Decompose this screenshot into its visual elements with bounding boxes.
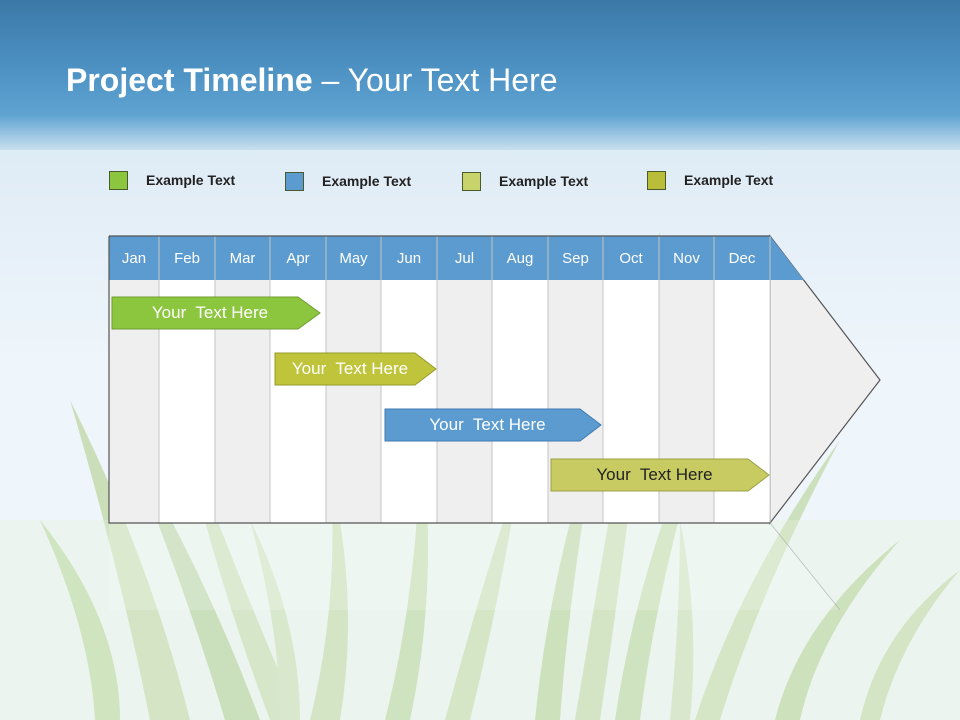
month-label: Oct: [619, 250, 643, 267]
task-bar-label: Your Text Here: [429, 415, 546, 434]
slide-header: [0, 0, 960, 150]
task-arrow: [550, 458, 770, 492]
month-label: Jul: [454, 250, 475, 267]
month-label: Jun: [396, 250, 422, 267]
legend-swatch: [647, 171, 666, 190]
legend-swatch: [109, 171, 128, 190]
month-label: Feb: [174, 250, 200, 267]
reflection-edge: [769, 522, 841, 611]
legend-label: Example Text: [322, 173, 412, 189]
legend-label: Example Text: [499, 173, 589, 189]
month-header-bar: [109, 236, 770, 280]
page-title-rest: – Your Text Here: [312, 62, 558, 98]
task-bar-label: Your Text Here: [151, 303, 269, 322]
month-label: Jan: [121, 250, 147, 267]
page-title: Project Timeline – Your Text Here: [66, 58, 558, 102]
task-arrow: [274, 352, 437, 386]
task-bar-label: Your Text Here: [596, 465, 713, 484]
page-title-bold: Project Timeline: [66, 62, 313, 98]
legend-label: Example Text: [146, 172, 236, 188]
arrow-head-header: [770, 236, 804, 280]
timeline-reflection: [109, 523, 840, 610]
task-bar-label: Your Text Here: [291, 359, 409, 378]
timeline-outline: [108, 236, 770, 524]
legend-swatch: [462, 172, 481, 191]
month-label: Dec: [728, 250, 756, 267]
month-label: Aug: [506, 250, 534, 267]
month-label: Sep: [562, 250, 589, 267]
task-arrow: [384, 408, 602, 442]
legend-swatch: [285, 172, 304, 191]
month-label: Mar: [229, 250, 256, 267]
month-label: Apr: [286, 250, 310, 267]
legend-label: Example Text: [684, 172, 774, 188]
month-label: May: [339, 250, 368, 267]
task-arrow: [111, 296, 321, 330]
month-label: Nov: [673, 250, 700, 267]
